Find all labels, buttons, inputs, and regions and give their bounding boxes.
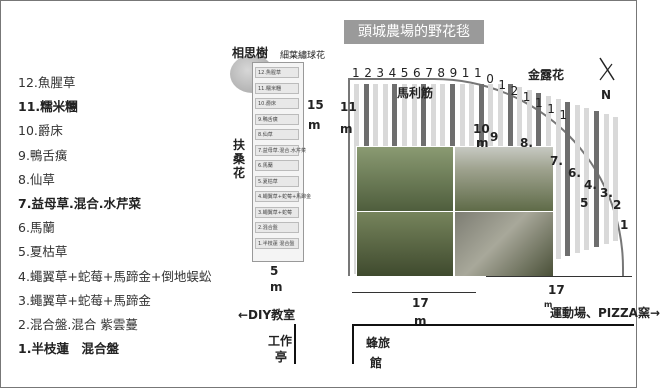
top-number: 1 [498,78,507,92]
workshop-label-1: 工作 [268,334,293,348]
legend-item: 12.魚腥草 [18,75,76,90]
legend-item: 6.馬蘭 [18,220,55,236]
row-6-label: 6. [568,166,581,180]
top-number: 1 [547,102,555,116]
north-label: N [601,88,612,102]
legend-item: 10.爵床 [18,123,63,139]
row-10-unit: m [476,136,489,150]
bee-house-top-wall [352,324,634,326]
width-unit-label: m [270,280,283,294]
top-number: 2 [510,84,519,98]
strip-row: 4.蠅翼草+蛇莓+馬蹄金 [255,191,311,202]
bee-house-label-2: 館 [370,356,383,370]
sports-field-label: 運動場、PIZZA窯→ [550,306,660,320]
row-10-label: 10 [473,122,490,136]
top-number: 7 [425,66,433,80]
strip-row: 3.蠅翼草+蛇莓 [255,206,299,218]
strip-row: 12.魚腥草 [255,67,299,78]
diy-classroom-label: ←DIY教室 [238,308,296,322]
top-number: 1 [352,66,360,80]
row-11-unit: m [340,122,353,136]
strip-row: 1.半枝蓮 混合盤 [255,237,299,249]
flower-row-stripe [594,111,599,247]
field-photo-3 [356,211,454,277]
flower-row-stripe [574,105,580,253]
top-number: 2 [364,66,372,80]
bee-house-label-1: 蜂旅 [366,336,391,350]
flower-row-stripe [555,99,561,259]
strip-row: 6.馬蘭 [255,160,299,171]
flower-row-stripe [613,117,619,241]
garden-strip: 12.魚腥草 11.糯米糰 10.爵床 9.鴨舌癀 8.仙草 7.益母草.混合.水芹菜 6.… [252,62,311,262]
legend-item: 1.半枝蓮 混合盤 [18,341,119,357]
left-distance-line [352,292,476,293]
row-5-label: 5 [580,196,589,210]
diagram-frame [0,0,637,388]
flower-row-stripe [565,102,571,256]
row-1-label: 1 [620,218,629,232]
flower-row-stripe [584,108,590,250]
legend-item: 11.糯米糰 [18,99,78,115]
legend-item: 2.混合盤.混合 紫雲蔓 [18,317,138,332]
top-number: 1 [461,66,470,80]
jinluhua-label: 金露花 [528,68,565,82]
field-photo-2 [454,146,554,212]
north-arrow-icon [598,56,616,82]
fusang-label: 扶桑花 [233,138,246,180]
top-number: 1 [535,96,543,110]
legend-item: 7.益母草.混合.水芹菜 [18,196,141,211]
left-distance-value: 17 [412,296,429,310]
row-9-label: 9 [490,130,499,144]
field-photo-1 [356,146,454,212]
row-7-label: 7. [550,154,563,168]
top-number: 5 [400,66,409,80]
legend-item: 3.蠅翼草+蛇莓+馬蹄金 [18,292,151,308]
top-number: 9 [449,66,458,80]
row-4-label: 4. [584,178,597,192]
workshop-label-2: 亭 [275,350,288,364]
legend-item: 9.鴨舌癀 [18,147,68,163]
workshop-wall [294,324,296,364]
wildflower-field [340,68,630,277]
row-2-label: 2 [613,198,622,212]
bee-house-left-wall [352,324,354,364]
legend-item: 5.夏枯草 [18,244,68,260]
right-distance-line [486,276,632,277]
top-number: 6 [413,66,421,80]
length-unit-label: m [308,118,321,132]
top-number: 0 [486,72,494,86]
top-number: 4 [388,66,397,80]
strip-row: 2.混合盤 [255,222,299,233]
row-8-label: 8. [520,136,533,150]
strip-row: 8.仙草 [255,129,299,140]
legend-item: 8.仙草 [18,171,55,187]
flower-row-stripe [603,114,609,244]
strip-row: 11.糯米糰 [255,82,299,94]
strip-row: 10.爵床 [255,98,299,109]
row-11-label: 11 [340,100,357,114]
jindeng-label: 細葉繡球花 [280,51,326,61]
row-3-label: 3. [600,186,613,200]
top-number: 3 [376,66,385,80]
width-5-label: 5 [270,264,279,278]
strip-row: 7.益母草.混合.水芹菜 [255,144,306,156]
top-number: 1 [474,66,482,80]
legend-item: 4.蠅翼草+蛇莓+馬蹄金+倒地蜈蚣 [18,268,212,284]
xiangsi-label: 相思樹 [232,46,269,60]
right-distance-unit: m [544,300,553,309]
top-number: 1 [522,90,531,104]
field-photo-4 [454,211,554,277]
top-number: 1 [559,108,568,122]
diagram-title: 頭城農場的野花毯 [344,20,484,44]
top-number: 8 [437,66,446,80]
strip-row: 5.夏枯草 [255,175,299,187]
strip-row: 9.鴨舌癀 [255,113,299,125]
marijin-label: 馬利筋 [397,86,434,100]
right-distance-value: 17 [548,283,565,297]
length-15-label: 15 [307,98,324,112]
